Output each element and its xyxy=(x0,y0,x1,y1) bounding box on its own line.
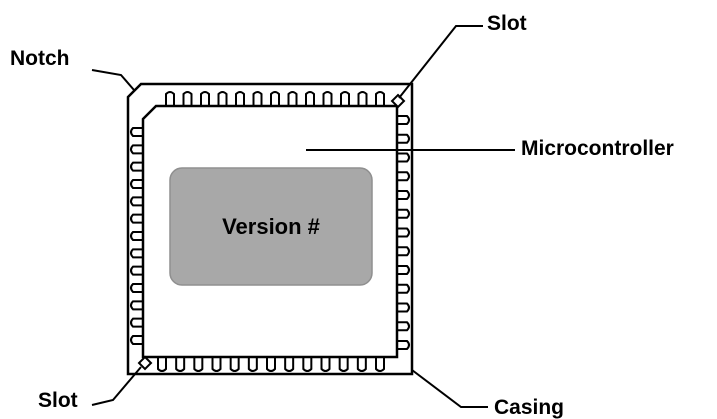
leader-line-slot-top xyxy=(398,25,483,99)
pin-left-9 xyxy=(130,265,143,276)
pin-left-3 xyxy=(130,161,143,172)
pin-right-5 xyxy=(397,190,410,200)
pin-left-1 xyxy=(130,127,143,137)
pin-top-4 xyxy=(217,91,228,105)
pin-bottom-9 xyxy=(302,358,313,372)
pin-top-6 xyxy=(252,91,263,105)
pin-right-11 xyxy=(397,302,410,313)
microcontroller-label: Microcontroller xyxy=(521,137,674,160)
version-label: Version # xyxy=(222,213,320,239)
pin-left-11 xyxy=(130,300,143,311)
pin-bottom-5 xyxy=(229,358,240,372)
pins-group xyxy=(130,91,410,372)
pin-bottom-8 xyxy=(284,358,295,372)
slot-marker-top-right xyxy=(390,93,406,109)
casing-label: Casing xyxy=(494,396,565,419)
pin-left-6 xyxy=(130,213,143,224)
pin-bottom-11 xyxy=(338,358,349,372)
leader-line-casing xyxy=(411,369,488,408)
pin-right-4 xyxy=(397,171,410,182)
pin-right-8 xyxy=(397,246,410,257)
pin-right-3 xyxy=(397,152,410,163)
version-plate xyxy=(169,167,373,286)
pin-top-5 xyxy=(235,91,245,105)
pin-bottom-2 xyxy=(175,358,186,372)
pin-right-10 xyxy=(397,283,410,294)
pin-top-3 xyxy=(200,91,210,105)
pin-right-12 xyxy=(397,321,410,332)
pin-left-5 xyxy=(130,196,143,207)
notch-label: Notch xyxy=(10,47,70,70)
pin-top-12 xyxy=(357,91,368,105)
pin-bottom-12 xyxy=(356,358,367,372)
leader-line-notch xyxy=(91,69,135,91)
pin-left-13 xyxy=(130,335,143,345)
pin-bottom-13 xyxy=(375,358,385,372)
pin-top-1 xyxy=(165,91,175,105)
pin-top-11 xyxy=(340,91,350,105)
pin-left-10 xyxy=(130,283,143,293)
pin-right-7 xyxy=(397,227,410,238)
pin-bottom-10 xyxy=(320,358,331,372)
pin-left-12 xyxy=(130,317,143,328)
slot-label-bottom: Slot xyxy=(38,389,78,412)
slot-label-top: Slot xyxy=(487,12,527,35)
pin-bottom-4 xyxy=(211,358,222,372)
pin-top-7 xyxy=(270,91,280,105)
pin-left-4 xyxy=(130,179,143,189)
leader-line-slot-bottom xyxy=(91,366,142,406)
pin-right-13 xyxy=(397,340,410,350)
pin-right-2 xyxy=(397,133,410,144)
pin-top-9 xyxy=(305,91,315,105)
pin-left-7 xyxy=(130,231,143,241)
pin-top-2 xyxy=(182,91,193,105)
pin-left-2 xyxy=(130,144,143,155)
pin-bottom-7 xyxy=(266,358,276,372)
pin-bottom-1 xyxy=(157,358,167,372)
pin-right-6 xyxy=(397,208,410,219)
pin-left-8 xyxy=(130,248,143,259)
pin-top-10 xyxy=(322,91,333,105)
pin-bottom-6 xyxy=(247,358,258,372)
pin-right-9 xyxy=(397,265,410,275)
pin-top-13 xyxy=(375,91,385,105)
pin-top-8 xyxy=(287,91,298,105)
pin-right-1 xyxy=(397,115,410,125)
slot-marker-bottom-left xyxy=(137,355,153,371)
pin-bottom-3 xyxy=(193,358,204,372)
